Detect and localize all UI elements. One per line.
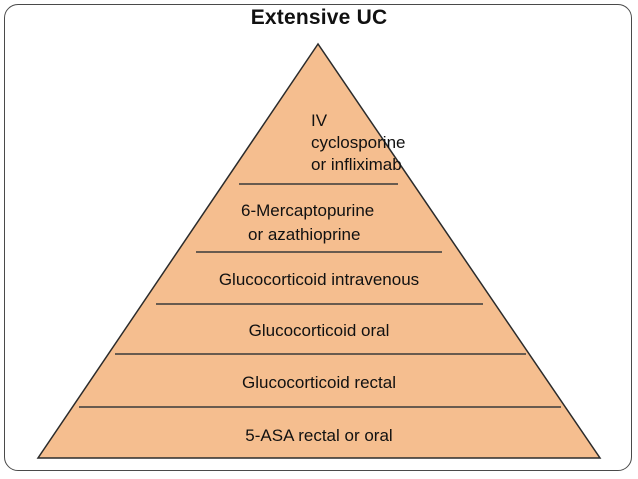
level-label: or infliximab: [311, 155, 402, 174]
slide-frame: [4, 4, 632, 471]
level-label: 6-Mercaptopurine: [241, 201, 374, 220]
level-label: IV: [311, 111, 328, 130]
level-label: Glucocorticoid rectal: [242, 373, 396, 392]
level-label: cyclosporine: [311, 133, 406, 152]
level-label: or azathioprine: [248, 225, 360, 244]
level-label: 5-ASA rectal or oral: [245, 426, 392, 445]
diagram-title: Extensive UC: [250, 6, 388, 29]
level-label: Glucocorticoid intravenous: [219, 270, 419, 289]
pyramid-body: [36, 42, 602, 459]
level-label: Glucocorticoid oral: [249, 321, 390, 340]
